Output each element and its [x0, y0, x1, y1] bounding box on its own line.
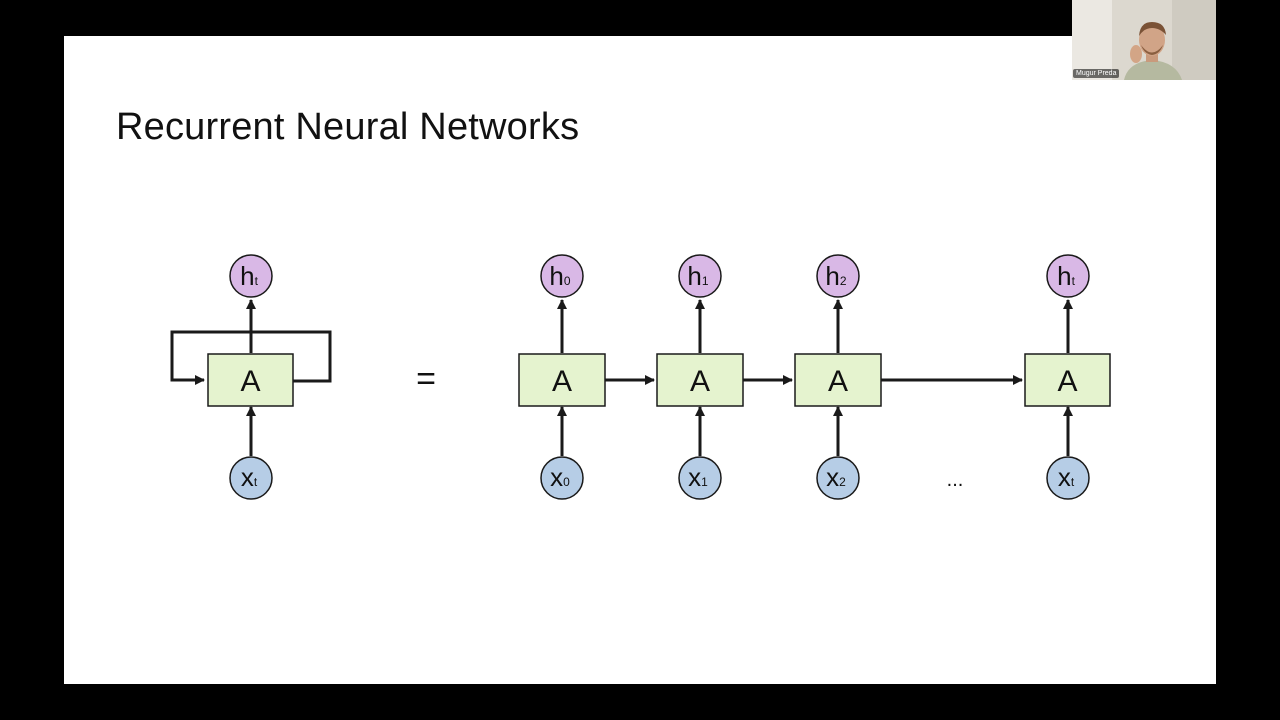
rolled-cell-box	[207, 353, 294, 407]
output-label: h1	[687, 261, 708, 291]
output-label: ht	[1057, 261, 1075, 291]
input-label: x1	[688, 462, 708, 492]
participant-name: Mugur Preda	[1073, 69, 1120, 78]
rnn-cell-label: A	[552, 365, 572, 398]
unrolled-rnn: A h0 x0 A h1 x1 A	[518, 254, 1111, 500]
input-node	[540, 456, 584, 500]
unrolled-step: A h0 x0	[518, 254, 606, 500]
output-label: h0	[549, 261, 570, 291]
slide-title: Recurrent Neural Networks	[116, 106, 580, 148]
rnn-cell-box	[794, 353, 882, 407]
input-node	[1046, 456, 1090, 500]
input-label: x0	[550, 462, 570, 492]
presentation-slide: Recurrent Neural Networks A ht xt =	[64, 36, 1216, 684]
participant-video-thumbnail[interactable]: Mugur Preda	[1072, 0, 1216, 80]
ellipsis: ...	[947, 469, 964, 491]
output-node	[816, 254, 860, 298]
rnn-cell-box	[1024, 353, 1111, 407]
rolled-input-node	[229, 456, 273, 500]
unrolled-step: A h2 x2	[794, 254, 882, 500]
rnn-cell-box	[518, 353, 606, 407]
output-node	[1046, 254, 1090, 298]
input-label: xt	[1058, 462, 1075, 492]
rnn-cell-label: A	[828, 365, 848, 398]
unrolled-step: A h1 x1	[656, 254, 744, 500]
input-label: x2	[826, 462, 846, 492]
unrolled-step: A ht xt	[1024, 254, 1111, 500]
input-node	[678, 456, 722, 500]
rnn-cell-label: A	[1057, 365, 1077, 398]
rolled-cell-label: A	[240, 365, 260, 398]
output-node	[540, 254, 584, 298]
rolled-output-node	[229, 254, 273, 298]
input-node	[816, 456, 860, 500]
participant-video-icon	[1072, 0, 1216, 80]
rolled-rnn: A ht xt	[170, 254, 332, 500]
rolled-input-label: xt	[241, 462, 258, 492]
rnn-cell-label: A	[690, 365, 710, 398]
rnn-diagram: A ht xt = A h0 x0	[170, 254, 1111, 500]
output-node	[678, 254, 722, 298]
output-label: h2	[825, 261, 846, 291]
equals-sign: =	[416, 360, 436, 398]
rolled-output-label: ht	[240, 261, 258, 291]
rnn-cell-box	[656, 353, 744, 407]
